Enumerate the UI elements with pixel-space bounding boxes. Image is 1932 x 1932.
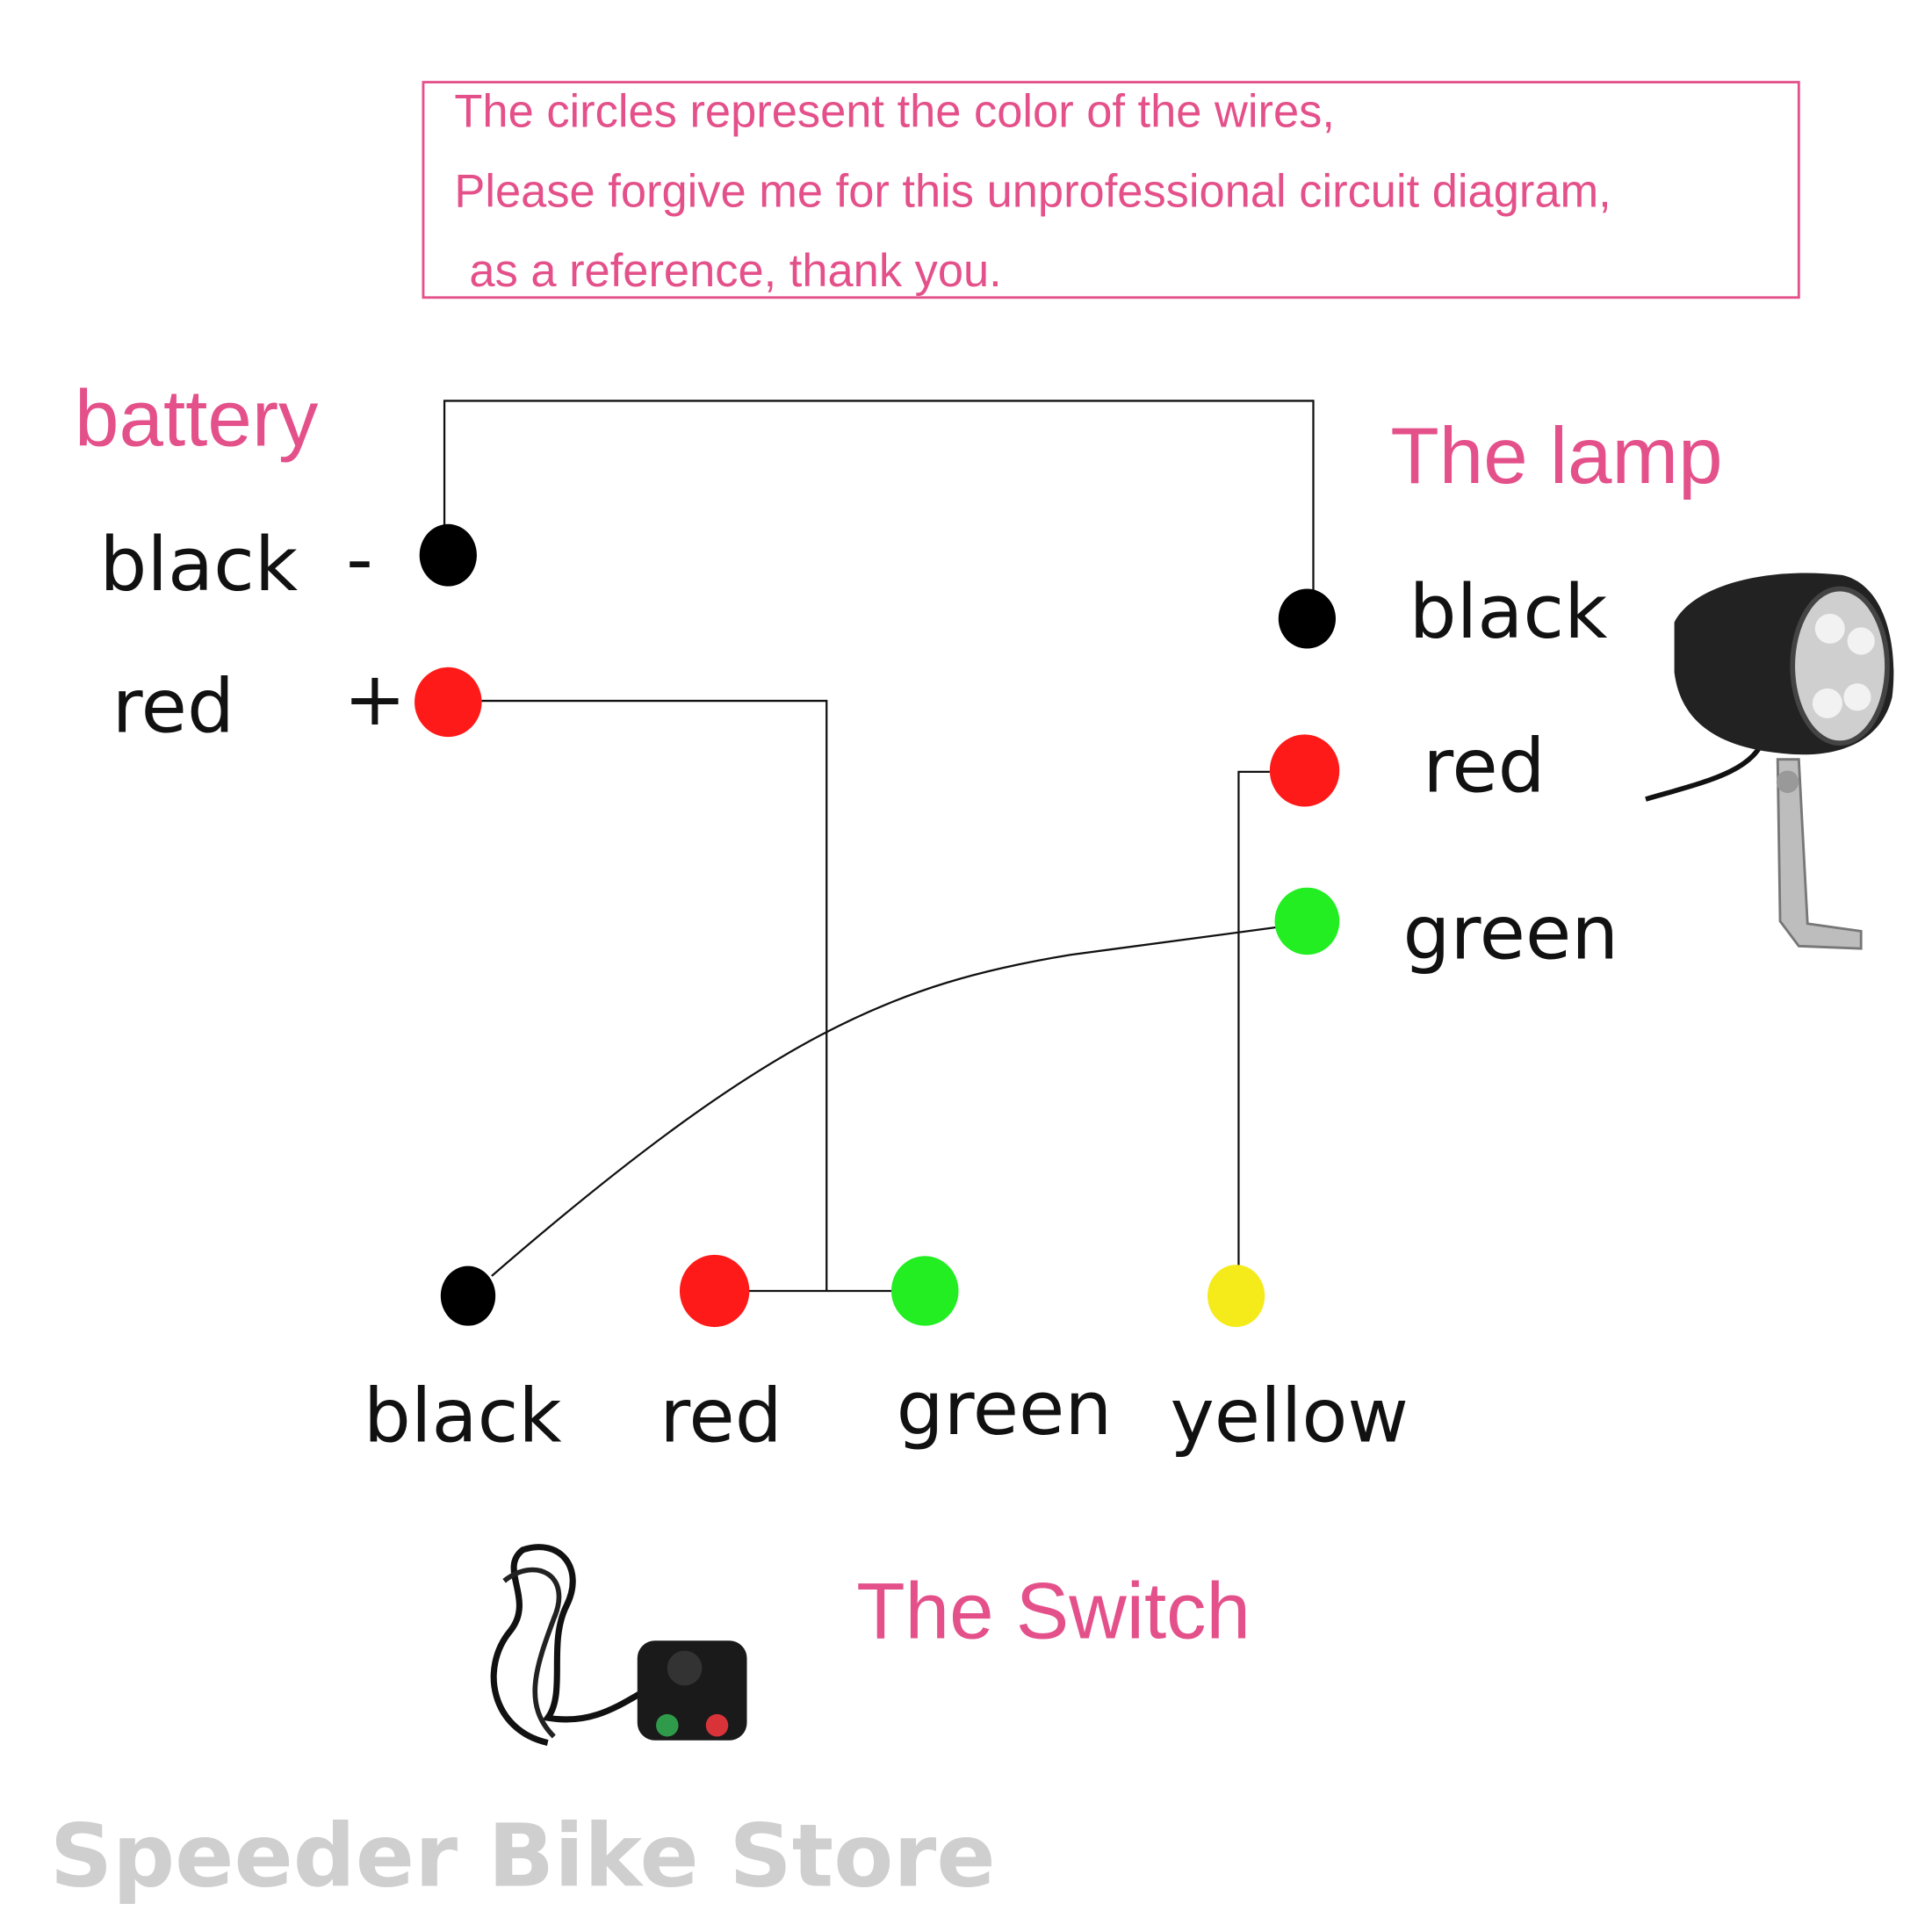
battery-minus-sign: - [346, 516, 373, 603]
note-line-1: The circles represent the color of the w… [454, 87, 1335, 138]
battery-red-label: red [112, 664, 234, 751]
lamp-title: The lamp [1390, 412, 1722, 501]
switch-group: black red green yellow The Switch [364, 1254, 1409, 1746]
lamp-red-label: red [1423, 724, 1545, 811]
lamp-green-label: green [1403, 890, 1619, 977]
wire-black-battery-lamp [443, 400, 1315, 616]
lamp-black-label: black [1409, 569, 1608, 656]
lamp-group: The lamp black red green [1269, 412, 1894, 977]
note-box: The circles represent the color of the w… [422, 81, 1800, 299]
wires [443, 400, 1315, 1293]
lamp-image [1645, 573, 1894, 950]
battery-red-circle [415, 667, 482, 738]
battery-title: battery [75, 374, 319, 463]
switch-yellow-label: yellow [1170, 1373, 1409, 1460]
note-line-2: Please forgive me for this unprofessiona… [454, 166, 1611, 217]
switch-yellow-circle [1208, 1265, 1265, 1328]
switch-title: The Switch [856, 1567, 1251, 1655]
battery-group: battery black - red + [75, 374, 482, 751]
switch-red-label: red [660, 1373, 782, 1460]
wire-red-battery-switch [481, 699, 828, 1291]
note-line-3: as a reference, thank you. [469, 246, 1001, 297]
battery-black-label: black [99, 522, 298, 609]
lamp-black-circle [1278, 588, 1337, 649]
switch-red-circle [679, 1254, 750, 1328]
switch-green-circle [890, 1256, 959, 1326]
wire-lamp-green-switch-black [491, 926, 1277, 1277]
switch-black-label: black [364, 1373, 562, 1460]
wire-lamp-red-switch-yellow [1237, 770, 1270, 1268]
battery-plus-sign: + [343, 656, 406, 743]
lamp-red-circle [1269, 734, 1340, 807]
battery-black-circle [419, 523, 477, 587]
watermark-text: Speeder Bike Store [50, 1806, 996, 1907]
watermarks: Speeder Bike Store [50, 1806, 996, 1907]
switch-black-circle [440, 1265, 496, 1326]
lamp-green-circle [1274, 887, 1340, 955]
switch-green-label: green [897, 1366, 1113, 1453]
note-border [422, 81, 1800, 299]
switch-image [490, 1544, 747, 1746]
